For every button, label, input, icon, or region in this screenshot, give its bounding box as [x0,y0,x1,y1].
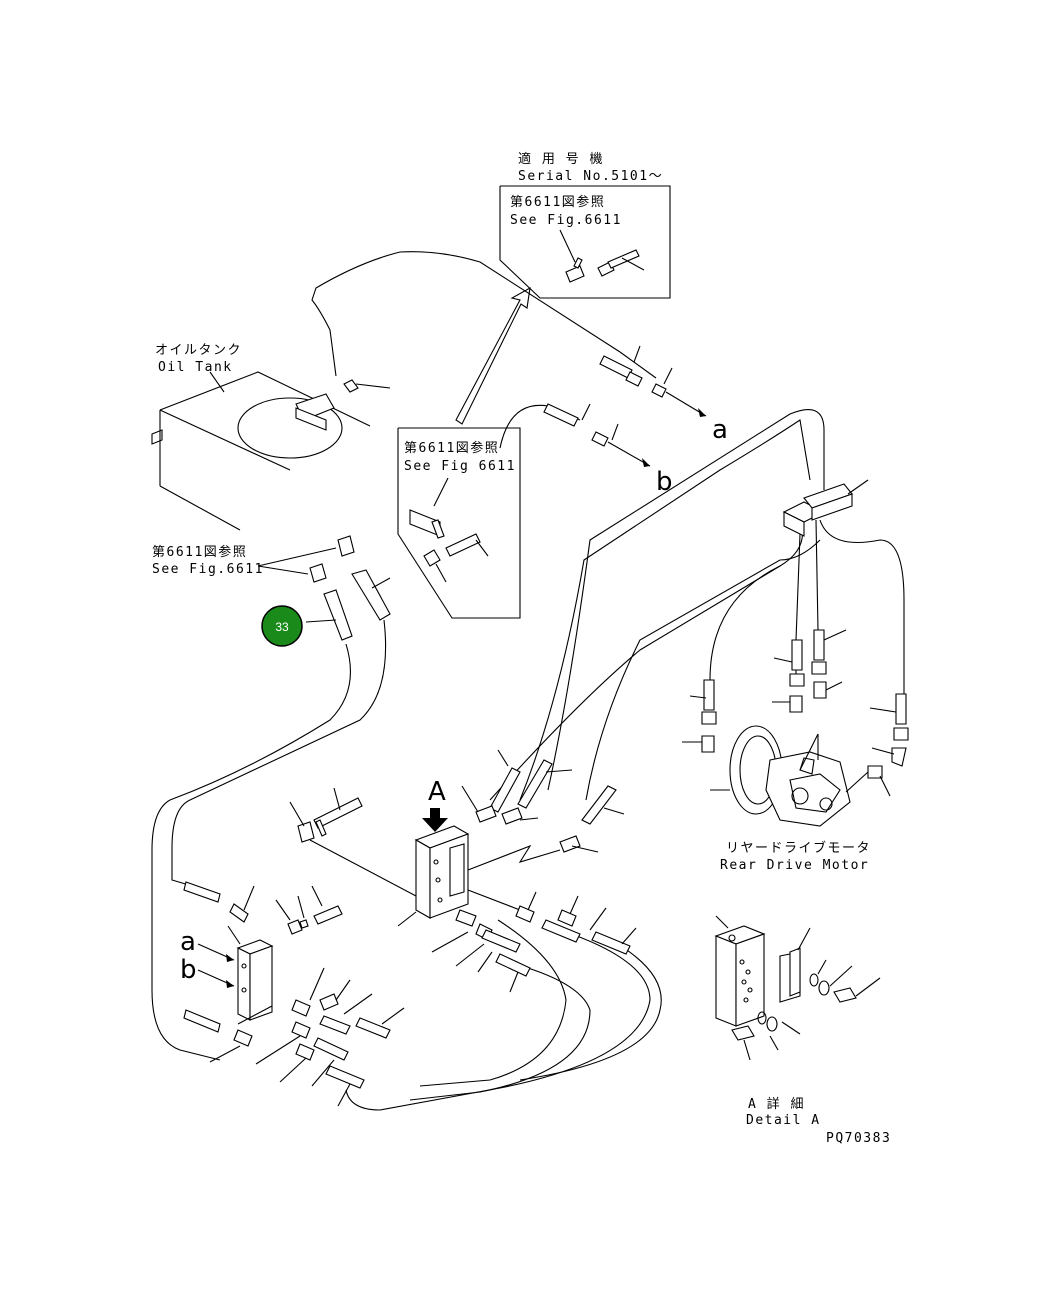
rear-motor-jp: リヤードライブモータ [726,840,871,856]
serial-label-jp: 適 用 号 機 [518,151,604,167]
see-fig-top-jp: 第6611図参照 [510,194,605,210]
main-valve-block: A [309,777,561,927]
upper-fittings [289,749,625,853]
rear-junction [709,479,905,700]
hose-left-outer [151,643,351,1061]
detail-a-en: Detail A [746,1113,821,1128]
lower-mid-fittings [431,891,637,993]
callout-33-number: 33 [275,620,289,634]
arrow-a-right: a [712,415,728,445]
arrow-b-right: b [656,467,673,497]
serial-label-en: Serial No.5101～ [518,169,663,184]
see-fig-left-jp: 第6611図参照 [152,544,247,560]
reference-arrow [455,286,531,425]
oil-tank: オイルタンク Oil Tank [151,343,391,531]
rear-drive-motor: リヤードライブモータ Rear Drive Motor [710,725,871,873]
motor-fittings [682,629,909,797]
detail-a-jp: A 詳 細 [748,1096,805,1112]
left-reference: 第6611図参照 See Fig.6611 [152,535,391,641]
detail-marker-a: A [428,777,446,807]
see-fig-top-en: See Fig.6611 [510,213,622,228]
see-fig-left-en: See Fig.6611 [152,562,264,577]
see-fig-mid-jp: 第6611図参照 [404,440,499,456]
arrow-a-left: a [180,927,196,957]
callout-33-badge[interactable]: 33 [261,605,303,647]
lower-left-valve: a b [180,885,405,1107]
rear-motor-en: Rear Drive Motor [720,858,869,873]
arrow-b-left: b [180,955,197,985]
oil-tank-en: Oil Tank [158,360,233,375]
see-fig-mid-en: See Fig 6611 [404,459,516,474]
detail-a: A 詳 細 Detail A [714,915,881,1128]
drawing-number: PQ70383 [826,1131,891,1146]
oil-tank-jp: オイルタンク [155,343,242,358]
mid-inset: 第6611図参照 See Fig 6611 [397,427,521,619]
hose-return-top [311,251,621,377]
serial-inset: 適 用 号 機 Serial No.5101～ 第6611図参照 See Fig… [499,151,671,299]
